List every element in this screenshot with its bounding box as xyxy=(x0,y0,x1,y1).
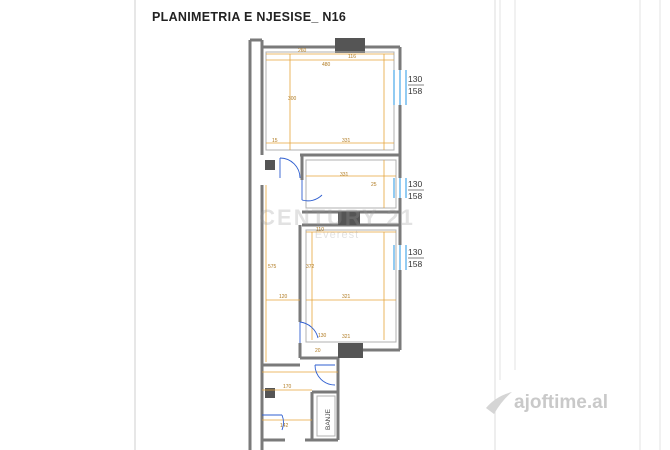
dim-label-9: 110 xyxy=(316,227,324,233)
dim-label-2: 116 xyxy=(348,54,356,60)
dim-label-12: 120 xyxy=(279,294,288,300)
dimension-texts: 260 116 480 300 331 15 331 25 110 575 37… xyxy=(268,48,377,429)
doors xyxy=(262,157,336,431)
dim-label-5: 331 xyxy=(342,138,351,144)
dim-label-1: 260 xyxy=(298,48,307,54)
dim-label-3: 480 xyxy=(322,62,331,68)
dim-label-18: 20 xyxy=(315,348,321,354)
dim-label-11: 372 xyxy=(306,264,315,270)
walls xyxy=(248,38,402,450)
dim-label-13: 321 xyxy=(342,294,351,300)
dim-label-16: 142 xyxy=(280,423,289,429)
dim-label-6: 15 xyxy=(272,138,278,144)
window-3-bottom-label: 158 xyxy=(408,259,422,269)
site-logo: ajoftime.al xyxy=(514,392,608,413)
dim-label-15: 170 xyxy=(283,384,292,390)
dim-label-14: 321 xyxy=(342,334,351,340)
page-title: PLANIMETRIA E NJESISE_ N16 xyxy=(152,10,347,24)
dim-label-4: 300 xyxy=(288,96,297,102)
dim-label-8: 25 xyxy=(371,182,377,188)
window-1-top-label: 130 xyxy=(408,74,422,84)
dimension-lines xyxy=(262,53,396,421)
dim-label-10: 575 xyxy=(268,264,277,270)
structural-columns xyxy=(265,38,365,398)
window-1-bottom-label: 158 xyxy=(408,86,422,96)
inner-lines xyxy=(265,51,397,437)
window-2-top-label: 130 xyxy=(408,179,422,189)
dim-label-7: 331 xyxy=(340,172,349,178)
dim-label-17: 130 xyxy=(318,333,327,339)
hatch-right xyxy=(499,0,661,450)
logo-swoosh-icon xyxy=(486,392,512,414)
windows xyxy=(393,70,407,270)
window-3-top-label: 130 xyxy=(408,247,422,257)
room-label-banje: BANJE xyxy=(325,408,332,430)
window-labels: 130 158 130 158 130 158 xyxy=(408,74,424,269)
window-2-bottom-label: 158 xyxy=(408,191,422,201)
